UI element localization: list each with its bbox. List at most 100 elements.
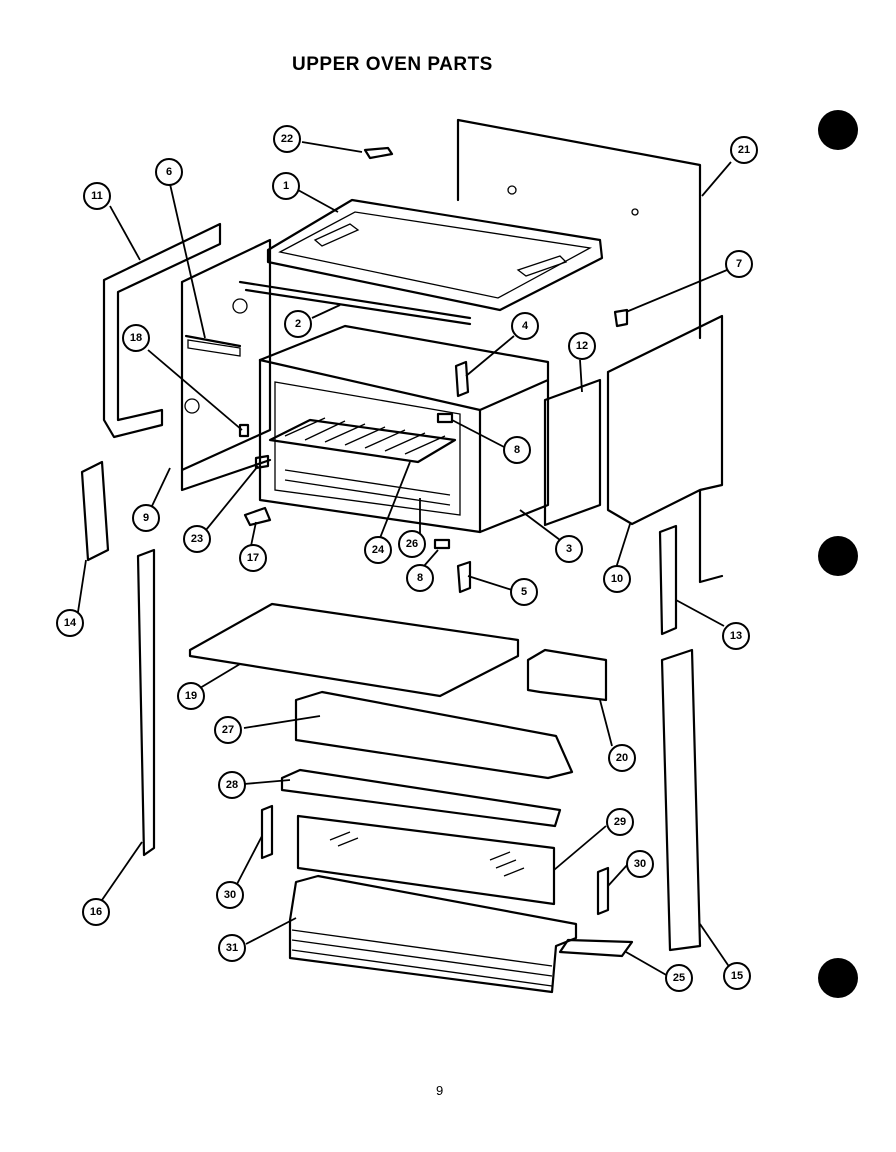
callout-label: 6 — [166, 166, 172, 178]
callout-label: 24 — [372, 544, 385, 556]
callout-label: 22 — [281, 133, 293, 145]
callout-circle — [510, 578, 538, 606]
callout-26: 26 — [398, 530, 426, 558]
part-top-panel — [266, 198, 604, 312]
part-clip-22 — [363, 146, 394, 160]
part-spacer-30a — [260, 804, 274, 860]
callout-circle — [406, 564, 434, 592]
callout-11: 11 — [83, 182, 111, 210]
callout-label: 30 — [634, 858, 646, 870]
part-insulator-8a — [436, 412, 454, 424]
callout-label: 25 — [673, 972, 685, 984]
callout-30: 30 — [216, 881, 244, 909]
callout-circle — [273, 125, 301, 153]
callout-circle — [608, 744, 636, 772]
callout-2: 2 — [284, 310, 312, 338]
part-clip-17 — [243, 506, 272, 527]
callout-label: 20 — [616, 752, 628, 764]
callout-14: 14 — [56, 609, 84, 637]
part-insulator-8b — [433, 538, 451, 550]
callout-17: 17 — [239, 544, 267, 572]
callout-16: 16 — [82, 898, 110, 926]
callout-30: 30 — [626, 850, 654, 878]
part-side-wall-9 — [180, 238, 272, 492]
callout-label: 28 — [226, 779, 238, 791]
callout-circle — [56, 609, 84, 637]
callout-label: 9 — [143, 512, 149, 524]
callout-label: 12 — [576, 340, 588, 352]
callout-circle — [239, 544, 267, 572]
part-spacer-30b — [596, 866, 610, 916]
callout-circle — [665, 964, 693, 992]
part-clip-23 — [254, 454, 270, 470]
callout-10: 10 — [603, 565, 631, 593]
callout-label: 10 — [611, 573, 623, 585]
callout-circle — [214, 716, 242, 744]
part-strip-14 — [80, 460, 110, 562]
callout-23: 23 — [183, 525, 211, 553]
callout-circle — [725, 250, 753, 278]
callout-21: 21 — [730, 136, 758, 164]
callout-31: 31 — [218, 934, 246, 962]
callout-circle — [216, 881, 244, 909]
part-hinge-4 — [454, 360, 470, 398]
callout-label: 27 — [222, 724, 234, 736]
callout-label: 13 — [730, 630, 742, 642]
callout-circle — [503, 436, 531, 464]
callout-circle — [723, 962, 751, 990]
callout-label: 1 — [283, 180, 289, 192]
callout-circle — [83, 182, 111, 210]
callout-circle — [398, 530, 426, 558]
callout-circle — [626, 850, 654, 878]
callout-label: 29 — [614, 816, 626, 828]
part-bracket-20 — [526, 648, 608, 702]
part-trim-27 — [294, 690, 574, 780]
part-side-panel-11 — [102, 222, 222, 439]
part-frame-31 — [288, 874, 578, 994]
callout-label: 16 — [90, 906, 102, 918]
callout-circle — [603, 565, 631, 593]
callout-label: 18 — [130, 332, 142, 344]
callout-circle — [177, 682, 205, 710]
part-bracket-18 — [238, 423, 250, 438]
callout-8: 8 — [406, 564, 434, 592]
part-oven-cavity-3 — [258, 324, 550, 534]
callout-label: 30 — [224, 889, 236, 901]
callout-15: 15 — [723, 962, 751, 990]
callout-24: 24 — [364, 536, 392, 564]
callout-circle — [132, 504, 160, 532]
callout-label: 3 — [566, 543, 572, 555]
callout-9: 9 — [132, 504, 160, 532]
callout-6: 6 — [155, 158, 183, 186]
callout-circle — [82, 898, 110, 926]
callout-circle — [555, 535, 583, 563]
callout-label: 14 — [64, 617, 77, 629]
part-side-panel-10 — [606, 314, 724, 584]
callout-circle — [183, 525, 211, 553]
callout-circle — [272, 172, 300, 200]
callout-5: 5 — [510, 578, 538, 606]
part-bottom-panel-19 — [188, 602, 520, 698]
part-side-trim-12 — [543, 378, 602, 527]
callout-label: 11 — [91, 190, 103, 202]
callout-27: 27 — [214, 716, 242, 744]
callout-label: 21 — [738, 144, 750, 156]
callout-circle — [218, 771, 246, 799]
callout-circle — [155, 158, 183, 186]
callout-label: 19 — [185, 690, 197, 702]
callout-4: 4 — [511, 312, 539, 340]
part-strip-13 — [658, 524, 678, 636]
callout-circle — [122, 324, 150, 352]
callout-circle — [364, 536, 392, 564]
part-plate-25 — [558, 938, 634, 958]
punch-hole-bottom — [818, 958, 858, 998]
leader-lines — [77, 141, 732, 977]
part-trim-28 — [280, 768, 562, 828]
punch-hole-middle — [818, 536, 858, 576]
punch-hole-top — [818, 110, 858, 150]
callout-label: 8 — [514, 444, 520, 456]
callout-circle — [606, 808, 634, 836]
callout-25: 25 — [665, 964, 693, 992]
callout-8: 8 — [503, 436, 531, 464]
